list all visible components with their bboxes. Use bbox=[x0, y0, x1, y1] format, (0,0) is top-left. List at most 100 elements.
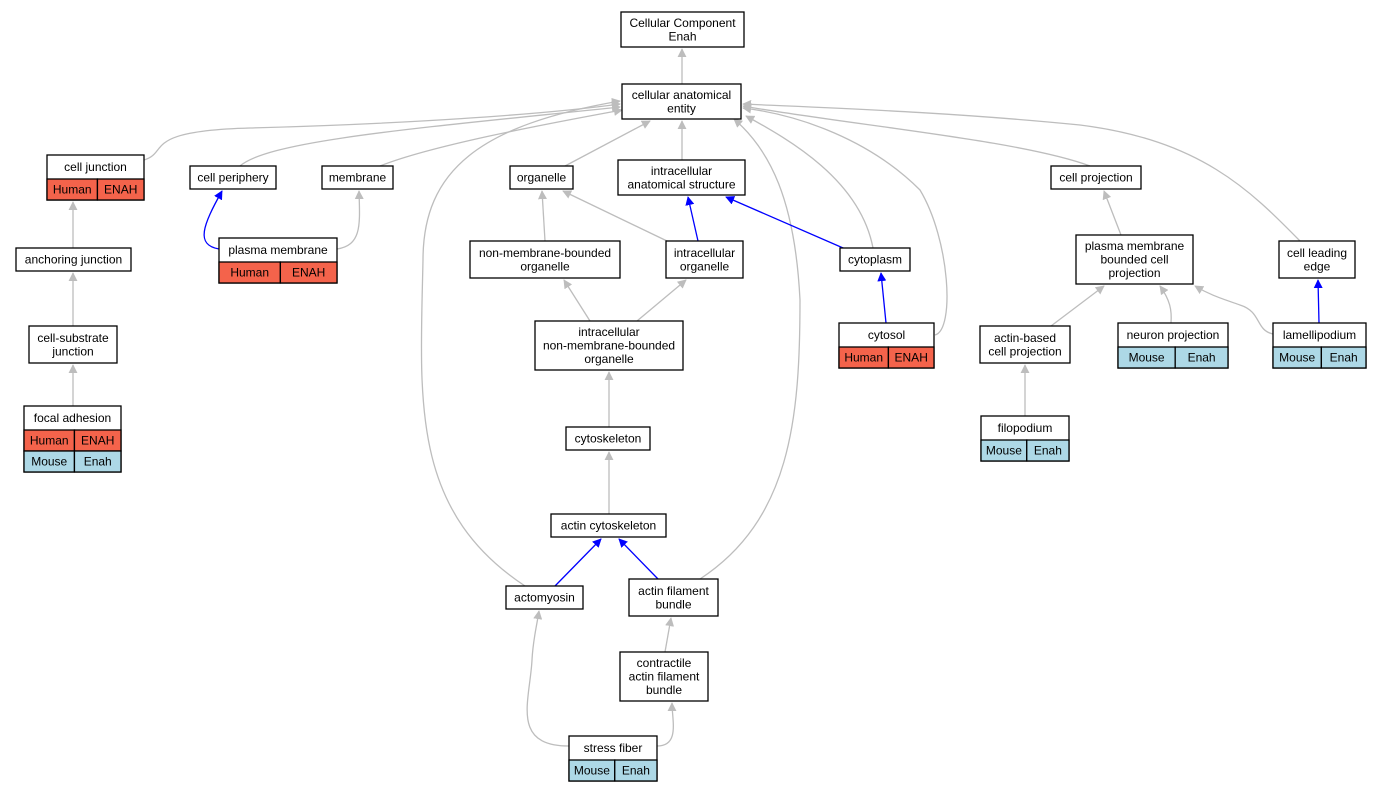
node-label-line: organelle bbox=[520, 259, 570, 273]
edge-inmbo-to-intracellular_organelle bbox=[636, 279, 687, 322]
node-actin-cytoskeleton[interactable]: actin cytoskeleton bbox=[550, 513, 667, 538]
node-label-line: intracellular bbox=[651, 164, 712, 178]
node-label-line: organelle bbox=[517, 171, 567, 185]
edge-organelle-to-cae bbox=[564, 120, 651, 167]
node-inmbo[interactable]: intracellularnon-membrane-boundedorganel… bbox=[534, 320, 684, 371]
node-label-line: plasma membrane bbox=[1085, 239, 1185, 253]
edge-line bbox=[725, 196, 851, 252]
node-label-line: contractile bbox=[637, 656, 692, 670]
node-label-line: organelle bbox=[584, 352, 634, 366]
cell-text: ENAH bbox=[895, 351, 928, 365]
cell-text: Human bbox=[53, 183, 92, 197]
gene-symbol-cell: Enah bbox=[1174, 346, 1229, 369]
edge-cytoplasm-to-cae bbox=[745, 115, 874, 249]
edge-actomyosin-to-actin_cytoskeleton bbox=[554, 538, 602, 587]
node-cell-periphery[interactable]: cell periphery bbox=[189, 165, 277, 190]
gene-symbol-cell: ENAH bbox=[279, 261, 338, 284]
node-organelle[interactable]: organelle bbox=[509, 165, 574, 190]
node-label-line: cell junction bbox=[64, 160, 127, 174]
gene-symbol-cell: Enah bbox=[1026, 439, 1070, 462]
node-label-line: intracellular bbox=[674, 246, 735, 260]
cell-text: Enah bbox=[1034, 444, 1062, 458]
cell-bg bbox=[614, 759, 658, 782]
gene-symbol-cell: Enah bbox=[614, 759, 658, 782]
cell-text: Human bbox=[844, 351, 883, 365]
species-cell: Mouse bbox=[1272, 346, 1323, 369]
node-cytoskeleton[interactable]: cytoskeleton bbox=[565, 426, 651, 451]
node-cell-projection[interactable]: cell projection bbox=[1050, 165, 1142, 190]
cell-text: Enah bbox=[622, 764, 650, 778]
species-cell: Human bbox=[218, 261, 282, 284]
species-cell: Mouse bbox=[1117, 346, 1176, 369]
edge-cytoplasm-to-ias bbox=[725, 196, 851, 252]
node-label-line: actin filament bbox=[629, 670, 700, 684]
node-label-line: plasma membrane bbox=[228, 243, 328, 257]
node-box bbox=[28, 325, 118, 364]
cell-text: ENAH bbox=[292, 266, 325, 280]
edge-nmbo-to-organelle bbox=[537, 190, 547, 242]
node-membrane[interactable]: membrane bbox=[321, 165, 394, 190]
species-cell: Human bbox=[46, 178, 99, 201]
node-cytoplasm[interactable]: cytoplasm bbox=[839, 247, 911, 272]
node-label-line: non-membrane-bounded bbox=[543, 339, 675, 353]
node-actomyosin[interactable]: actomyosin bbox=[505, 585, 584, 610]
edge-stress_fiber-to-cafb bbox=[656, 702, 677, 747]
edge-line bbox=[562, 190, 668, 242]
edge-line bbox=[563, 279, 591, 322]
node-label-line: intracellular bbox=[578, 325, 639, 339]
node-box bbox=[839, 247, 911, 272]
node-box bbox=[628, 578, 719, 617]
edge-line bbox=[203, 190, 223, 250]
node-label-line: neuron projection bbox=[1127, 328, 1220, 342]
edge-line bbox=[656, 702, 677, 747]
edge-plasma_membrane-to-membrane bbox=[336, 190, 364, 250]
edge-membrane-to-cae bbox=[379, 107, 623, 167]
cell-text: Enah bbox=[84, 455, 112, 469]
node-box bbox=[509, 165, 574, 190]
edge-line bbox=[1194, 285, 1274, 335]
edge-line bbox=[1050, 285, 1105, 327]
edge-cytosol-to-cytoplasm bbox=[877, 272, 887, 324]
edge-cell_leading_edge-to-cae bbox=[742, 99, 1301, 242]
edge-line bbox=[618, 538, 659, 580]
species-cell: Mouse bbox=[23, 450, 76, 473]
cell-text: ENAH bbox=[81, 434, 114, 448]
gene-symbol-cell: Enah bbox=[1320, 346, 1367, 369]
edge-line bbox=[685, 196, 699, 242]
node-label-line: entity bbox=[667, 101, 696, 115]
edge-plasma_membrane-to-cell_periphery bbox=[203, 190, 223, 250]
node-label-line: actin-based bbox=[994, 331, 1056, 345]
node-box bbox=[505, 585, 584, 610]
node-anchoring-junction[interactable]: anchoring junction bbox=[15, 247, 132, 272]
node-label-line: cytoskeleton bbox=[575, 432, 642, 446]
node-label-line: anchoring junction bbox=[25, 253, 122, 267]
cell-bg bbox=[1320, 346, 1367, 369]
cell-text: Enah bbox=[1330, 351, 1358, 365]
node-label-line: Cellular Component bbox=[629, 16, 736, 30]
node-box bbox=[1050, 165, 1142, 190]
node-box bbox=[1278, 240, 1356, 279]
gene-symbol-cell: ENAH bbox=[73, 429, 122, 452]
edge-line bbox=[1313, 279, 1323, 324]
cell-bg bbox=[887, 346, 935, 369]
node-label-line: cell projection bbox=[1059, 171, 1132, 185]
